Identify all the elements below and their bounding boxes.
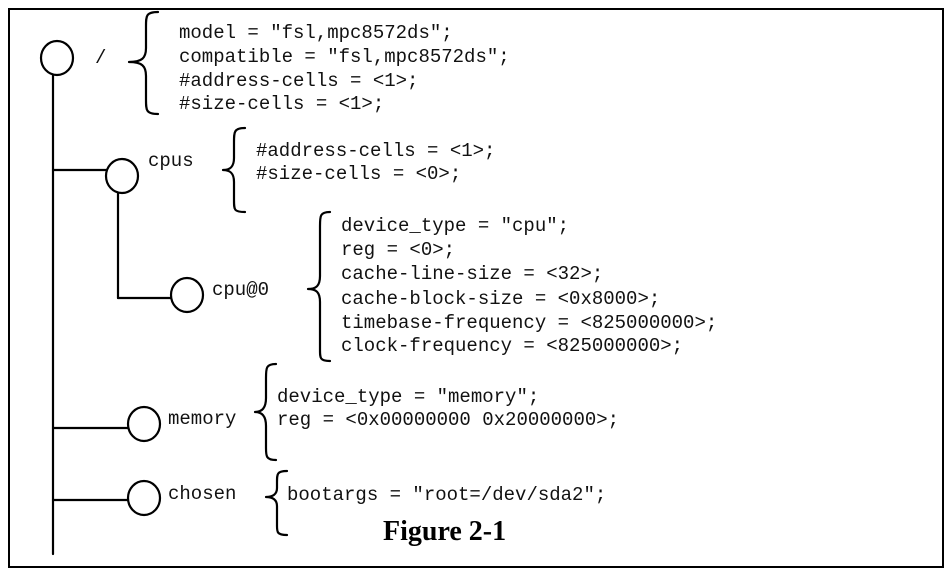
props-chosen: bootargs = "root=/dev/sda2";	[287, 484, 606, 506]
prop-line: timebase-frequency = <825000000>;	[341, 312, 717, 334]
prop-line: device_type = "memory";	[277, 386, 539, 408]
brace-root	[127, 10, 160, 116]
node-circle-memory	[126, 405, 162, 443]
prop-line: reg = <0>;	[341, 239, 455, 261]
figure-caption: Figure 2-1	[383, 516, 506, 547]
prop-line: #address-cells = <1>;	[179, 70, 418, 92]
prop-line: #size-cells = <0>;	[256, 163, 461, 185]
node-label-cpu0: cpu@0	[212, 279, 269, 301]
figure-frame	[8, 8, 944, 568]
node-circle-chosen	[126, 479, 162, 517]
property-braces	[127, 10, 332, 537]
prop-line: cache-line-size = <32>;	[341, 263, 603, 285]
prop-line: reg = <0x00000000 0x20000000>;	[277, 409, 619, 431]
props-cpus: #address-cells = <1>; #size-cells = <0>;	[256, 140, 495, 185]
prop-line: cache-block-size = <0x8000>;	[341, 288, 660, 310]
node-label-chosen: chosen	[168, 483, 236, 505]
prop-line: clock-frequency = <825000000>;	[341, 335, 683, 357]
tree-connectors	[51, 72, 174, 556]
brace-cpu0	[306, 210, 332, 363]
node-circle-cpus	[104, 157, 140, 195]
props-memory: device_type = "memory"; reg = <0x0000000…	[277, 386, 619, 431]
brace-cpus	[221, 126, 247, 214]
prop-line: compatible = "fsl,mpc8572ds";	[179, 46, 510, 68]
tree-nodes	[39, 39, 205, 517]
props-root: model = "fsl,mpc8572ds"; compatible = "f…	[179, 22, 510, 115]
prop-line: #address-cells = <1>;	[256, 140, 495, 162]
node-label-root: /	[95, 47, 106, 69]
brace-memory	[253, 362, 278, 462]
prop-line: model = "fsl,mpc8572ds";	[179, 22, 453, 44]
brace-chosen	[264, 469, 289, 537]
props-cpu0: device_type = "cpu"; reg = <0>; cache-li…	[341, 215, 717, 357]
prop-line: #size-cells = <1>;	[179, 93, 384, 115]
node-circle-cpu0	[169, 276, 205, 314]
prop-line: bootargs = "root=/dev/sda2";	[287, 484, 606, 506]
node-circle-root	[39, 39, 75, 77]
node-label-cpus: cpus	[148, 150, 194, 172]
prop-line: device_type = "cpu";	[341, 215, 569, 237]
node-label-memory: memory	[168, 408, 236, 430]
